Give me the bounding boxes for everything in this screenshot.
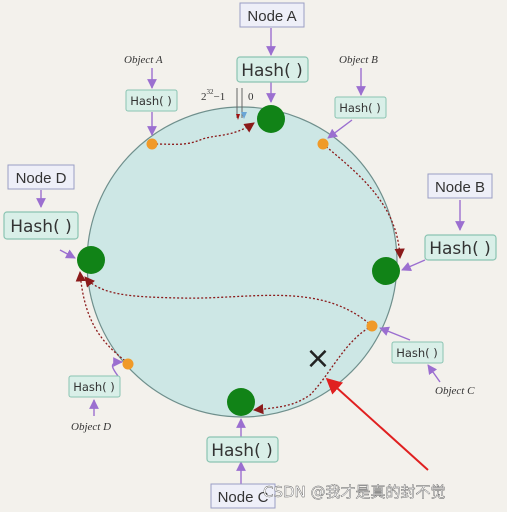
node-c-hash-label: Hash( ) <box>211 441 273 461</box>
node-c-dot <box>227 388 255 416</box>
object-c-to-node-c-path <box>252 325 373 415</box>
node-b-label-box: Node B <box>427 173 493 199</box>
csdn-watermark: CSDN @我才是真的封不觉 <box>263 483 446 501</box>
node-b-hash-label: Hash( ) <box>429 239 491 259</box>
object-c-to-node-d-path <box>84 276 373 327</box>
object-d-hash-box: Hash( ) <box>68 375 121 398</box>
object-b-to-node-b-path <box>322 143 405 260</box>
object-b-label: Object B <box>339 54 378 66</box>
max-value-label: 232−1 <box>201 88 225 103</box>
node-b-dot <box>372 257 400 285</box>
node-d-label: Node D <box>16 170 67 187</box>
node-d-dot <box>77 246 105 274</box>
node-d-arrow-2 <box>59 249 76 259</box>
object-a-to-node-a-path <box>151 122 255 145</box>
node-c-label: Node C <box>218 489 269 506</box>
node-b-hash-box: Hash( ) <box>424 234 497 261</box>
red-annotation-arrow <box>325 377 429 471</box>
object-d-to-node-d-path <box>75 270 129 364</box>
object-d-label: Object D <box>71 421 111 433</box>
zero-value-label: 0 <box>248 91 254 103</box>
node-a-hash-box: Hash( ) <box>236 56 309 83</box>
zero-pointer-icon <box>241 112 247 119</box>
node-b-arrow-2 <box>401 259 426 271</box>
max-pointer-icon <box>236 114 240 120</box>
object-d-hash-label: Hash( ) <box>73 380 115 394</box>
object-b-hash-label: Hash( ) <box>339 101 381 115</box>
object-a-dot <box>146 138 158 150</box>
node-a-label: Node A <box>247 8 296 25</box>
node-c-label-box: Node C <box>210 483 276 509</box>
node-d-hash-label: Hash( ) <box>10 217 72 237</box>
node-d-label-box: Node D <box>7 164 75 190</box>
removed-node-x-icon: × <box>305 341 330 376</box>
ring-origin-marker: 232−1 0 <box>201 88 254 120</box>
object-a-hash-label: Hash( ) <box>130 94 172 108</box>
object-c-arrow-2 <box>379 326 411 341</box>
object-a-label: Object A <box>124 54 163 66</box>
object-c-dot <box>366 320 378 332</box>
object-c-hash-box: Hash( ) <box>391 341 444 364</box>
node-b-label: Node B <box>435 179 485 196</box>
object-b-hash-box: Hash( ) <box>334 96 387 119</box>
object-b-dot <box>317 138 329 150</box>
object-c-label: Object C <box>435 385 475 397</box>
node-a-dot <box>257 105 285 133</box>
node-a-label-box: Node A <box>239 2 305 28</box>
node-d-hash-box: Hash( ) <box>3 211 79 240</box>
node-a-hash-label: Hash( ) <box>241 61 303 81</box>
object-c-hash-label: Hash( ) <box>396 346 438 360</box>
object-a-hash-box: Hash( ) <box>125 89 178 112</box>
node-c-hash-box: Hash( ) <box>206 436 279 463</box>
object-d-arrow-2 <box>111 357 123 377</box>
object-b-arrow-2 <box>327 119 353 139</box>
hash-ring <box>86 106 398 418</box>
object-c-arrow-1 <box>427 364 441 383</box>
object-d-dot <box>122 358 134 370</box>
